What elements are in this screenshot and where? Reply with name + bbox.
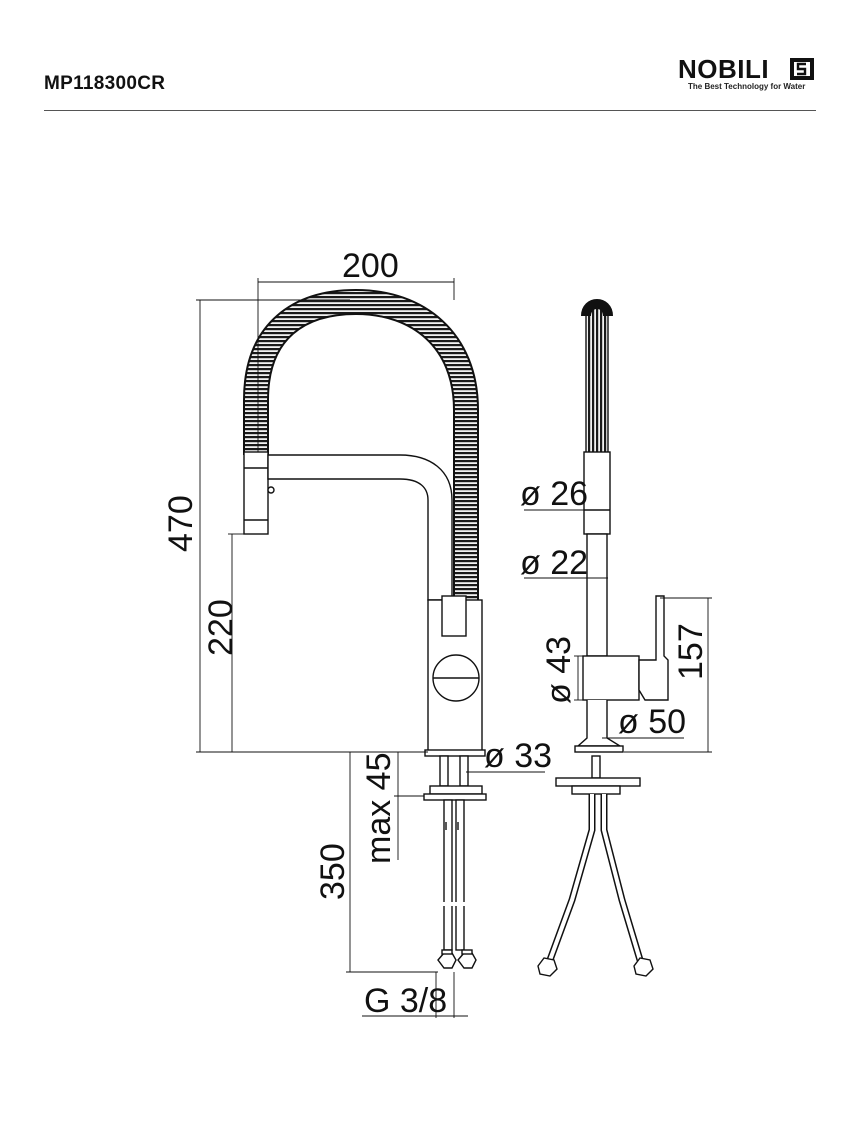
side-body [582,655,640,701]
side-coil-hose [585,307,609,457]
front-view [243,288,487,969]
side-view [537,299,669,977]
dim-height: 470 [162,495,200,552]
dim-spout-height: 220 [202,599,240,656]
dim-width: 200 [342,247,399,285]
dim-base-diameter: ø 50 [618,703,686,741]
dim-body-diameter: ø 22 [520,544,588,582]
header-divider [44,110,816,111]
logo-tagline: The Best Technology for Water [688,82,806,91]
dim-lever-height: 157 [672,623,710,680]
dim-deck-thickness: max 45 [360,753,398,865]
brand-logo: NOBILI The Best Technology for Water [676,54,821,94]
dim-thread: G 3/8 [364,982,447,1020]
spray-head [243,451,269,535]
nobili-logo-icon [790,58,814,80]
logo-wordmark: NOBILI [678,54,770,84]
dim-hole-diameter: ø 33 [484,737,552,775]
spout [267,454,453,601]
dim-hose-diameter: ø 26 [520,475,588,513]
dim-hose-length: 350 [314,843,352,900]
side-lever [638,595,669,701]
product-code: MP118300CR [44,73,166,94]
side-dimensions [524,509,712,753]
front-dimensions [196,278,545,1018]
dim-lever-diameter: ø 43 [540,636,578,704]
